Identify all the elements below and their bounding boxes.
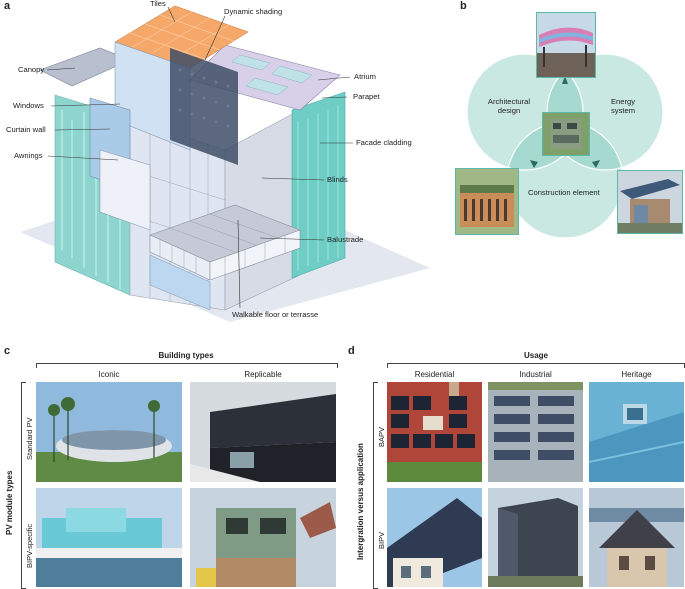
panel-d-row-group: Intergration versus application: [356, 443, 365, 560]
label-tiles: Tiles: [150, 0, 166, 8]
label-parapet: Parapet: [353, 92, 380, 101]
label-blinds: Blinds: [327, 175, 348, 184]
dynamic-shading: [170, 48, 238, 165]
label-walkable-floor: Walkable floor or terrasse: [232, 310, 319, 319]
awning-box: [99, 149, 151, 231]
label-balustrade: Balustrade: [327, 235, 364, 244]
panel-a-letter: a: [4, 0, 11, 12]
venn-label-architectural-design: Architectural design: [487, 97, 531, 116]
photo-construction-house: [455, 168, 519, 235]
lower-glazing: [149, 254, 211, 311]
label-facade-cladding: Facade cladding: [356, 138, 412, 147]
panel-d-col-residential: Residential: [414, 370, 455, 379]
venn-label-energy-system: Energy system: [610, 97, 636, 116]
panel-c-row-standard-pv: Standard PV: [25, 417, 34, 460]
photo-residential-bipv: [387, 488, 482, 587]
panel-c-col-iconic: Iconic: [98, 370, 120, 379]
panel-b-letter: b: [460, 0, 467, 12]
label-awnings: Awnings: [14, 151, 43, 160]
photo-construction-roof: [617, 170, 683, 234]
label-curtain-wall: Curtain wall: [6, 125, 46, 134]
panel-d-row-bapv: BAPV: [377, 426, 386, 447]
label-dynamic-shading: Dynamic shading: [224, 7, 283, 16]
panel-d-col-industrial: Industrial: [519, 370, 552, 379]
panel-c-bracket: [36, 363, 338, 368]
photo-iconic-bipv: [36, 488, 182, 587]
panel-c-header: Building types: [158, 351, 214, 360]
photo-heritage-bipv: [589, 488, 684, 587]
panel-d-row-bracket: [373, 382, 378, 589]
photo-energy-canopy: [536, 12, 596, 78]
panel-d-letter: d: [348, 345, 355, 357]
panel-c-row-bipv-specific: BIPV-specific: [25, 523, 34, 568]
photo-replicable-bipv: [190, 488, 336, 587]
panel-d-header: Usage: [523, 351, 548, 360]
label-atrium: Atrium: [354, 72, 376, 81]
label-windows: Windows: [13, 101, 44, 110]
panel-c-row-group: PV module types: [5, 470, 14, 535]
photo-heritage-bapv: [589, 382, 684, 482]
photo-industrial-bipv: [488, 488, 583, 587]
panel-d-bracket: [387, 363, 685, 368]
panel-c-col-replicable: Replicable: [244, 370, 282, 379]
building-illustration: [20, 5, 430, 322]
venn-label-construction-element: Construction element: [528, 188, 600, 197]
photo-residential-bapv: [387, 382, 482, 482]
photo-replicable-standard-pv: [190, 382, 336, 482]
panel-c-letter: c: [4, 345, 11, 357]
photo-iconic-standard-pv: [36, 382, 182, 482]
label-canopy: Canopy: [18, 65, 45, 74]
panel-d-col-heritage: Heritage: [621, 370, 652, 379]
panel-d-row-bipv: BIPV: [377, 531, 386, 549]
photo-industrial-bapv: [488, 382, 583, 482]
photo-center-building: [542, 112, 590, 156]
